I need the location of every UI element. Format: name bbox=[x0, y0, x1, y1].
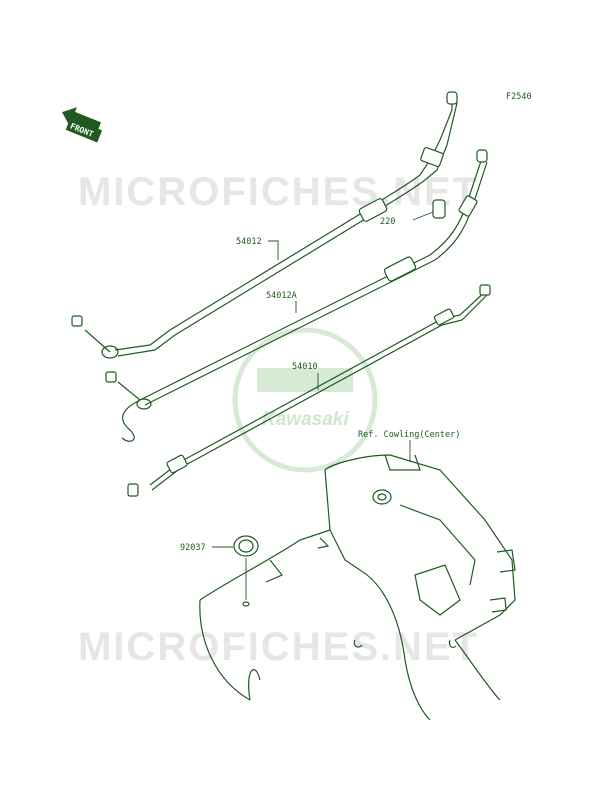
callout-92037: 92037 bbox=[180, 543, 206, 553]
clamp-220 bbox=[412, 199, 446, 221]
callout-54010: 54010 bbox=[292, 362, 318, 372]
cable-end-cap bbox=[446, 91, 458, 105]
cable-54010 bbox=[127, 284, 491, 497]
logo-text: Kawasaki bbox=[262, 409, 349, 430]
grommet-92037 bbox=[233, 535, 259, 607]
watermark-bottom: MICROFICHES.NET bbox=[78, 625, 479, 669]
cable-54012 bbox=[71, 91, 458, 359]
callout-54012a: 54012A bbox=[266, 291, 297, 301]
kawasaki-logo: Kawasaki bbox=[232, 327, 378, 473]
callout-54012: 54012 bbox=[236, 237, 262, 247]
callout-220: 220 bbox=[380, 217, 395, 227]
watermark-top: MICROFICHES.NET bbox=[78, 170, 479, 214]
front-arrow-icon: FRONT bbox=[62, 107, 103, 143]
figure-code: F2540 bbox=[506, 92, 532, 102]
cable-54012a bbox=[105, 149, 488, 442]
callout-ref-cowling: Ref. Cowling(Center) bbox=[358, 430, 460, 440]
cowling-center bbox=[199, 454, 516, 721]
